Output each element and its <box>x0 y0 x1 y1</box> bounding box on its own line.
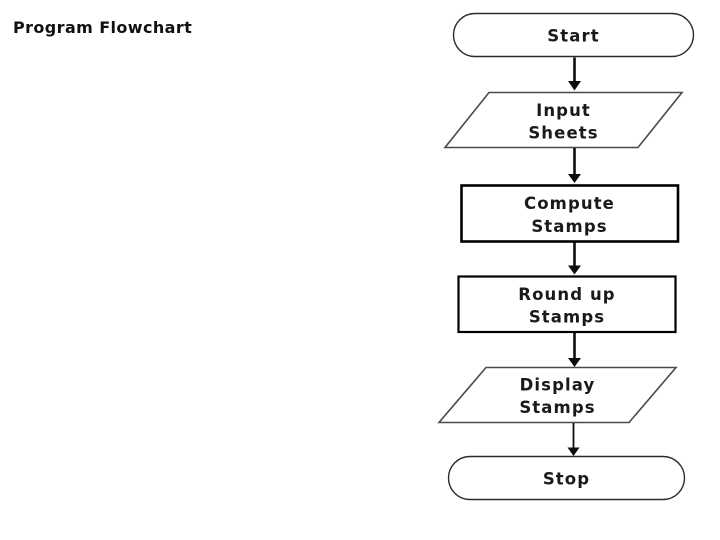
node-start: Start <box>452 12 695 58</box>
display-stamps-parallelogram-shape <box>437 366 678 424</box>
arrow-head-icon <box>568 265 581 275</box>
node-display-stamps-label-line1: Display <box>520 376 596 395</box>
compute-stamps-rectangle-shape <box>460 184 680 243</box>
flow-arrow-display-to-stop <box>567 423 580 456</box>
arrow-head-icon <box>568 358 581 367</box>
flow-arrow-roundup-to-display <box>568 332 581 367</box>
node-round-up-stamps-label-line1: Round up <box>518 285 615 304</box>
node-compute-stamps-label-line1: Compute <box>524 194 615 213</box>
arrow-head-icon <box>568 174 581 183</box>
page-title: Program Flowchart <box>13 18 193 37</box>
arrow-head-icon <box>567 447 580 456</box>
round-up-stamps-rectangle-shape <box>457 275 677 334</box>
node-round-up-stamps-label-line2: Stamps <box>529 308 605 327</box>
node-stop: Stop <box>447 455 686 501</box>
node-input-sheets-label-line2: Sheets <box>528 124 598 143</box>
flow-arrow-start-to-input <box>568 57 581 91</box>
node-stop-label: Stop <box>543 470 590 489</box>
flow-arrow-compute-to-roundup <box>568 242 581 275</box>
node-round-up-stamps: Round up Stamps <box>457 275 677 334</box>
input-sheets-parallelogram-shape <box>443 91 684 149</box>
node-input-sheets: Input Sheets <box>443 91 684 149</box>
node-display-stamps: Display Stamps <box>437 366 678 424</box>
node-compute-stamps-label-line2: Stamps <box>531 217 607 236</box>
start-terminator-shape <box>452 12 695 58</box>
stop-terminator-shape <box>447 455 686 501</box>
node-compute-stamps: Compute Stamps <box>460 184 680 243</box>
node-display-stamps-label-line2: Stamps <box>519 398 595 417</box>
node-input-sheets-label-line1: Input <box>536 101 591 120</box>
arrow-head-icon <box>568 81 581 91</box>
node-start-label: Start <box>547 27 599 46</box>
flow-arrow-input-to-compute <box>568 148 581 183</box>
